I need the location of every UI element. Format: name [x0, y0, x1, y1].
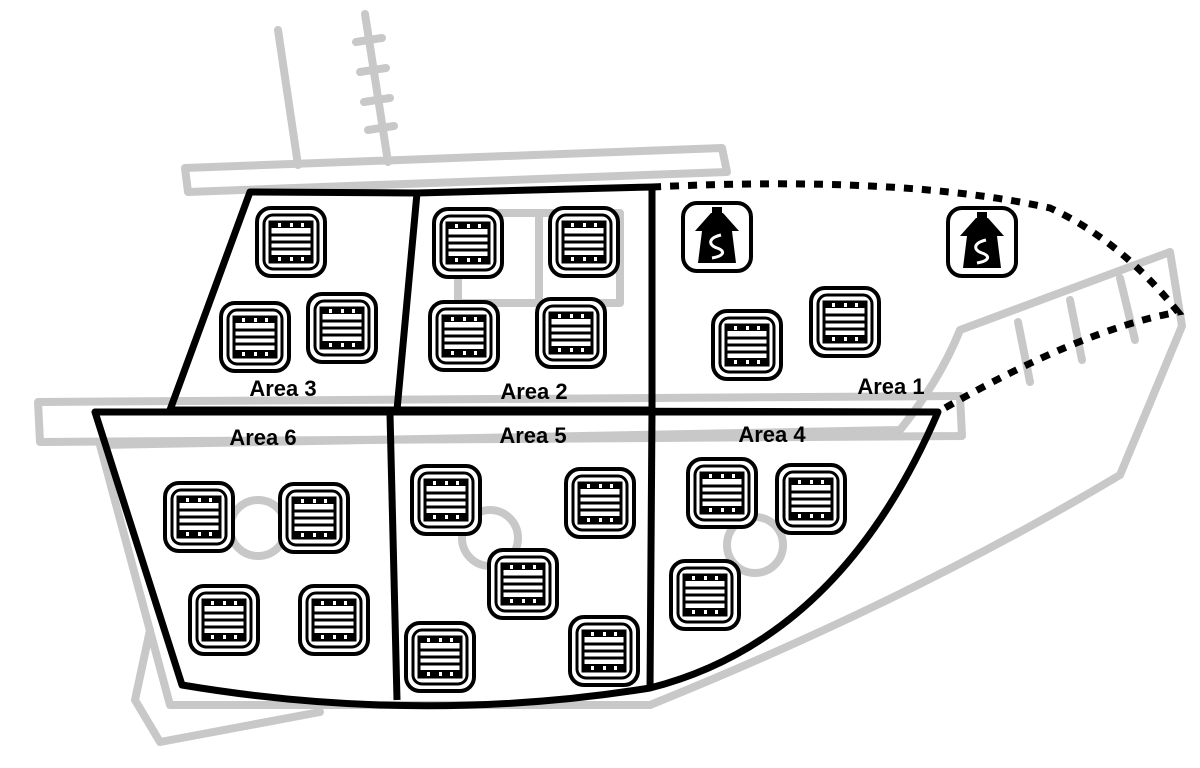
cargo-crate-icon[interactable]: [535, 297, 607, 369]
potion-flask-icon[interactable]: [946, 206, 1018, 278]
cargo-crate-icon[interactable]: [568, 615, 640, 687]
cargo-crate-icon[interactable]: [278, 482, 350, 554]
cargo-crate-icon[interactable]: [669, 559, 741, 631]
cargo-crate-icon[interactable]: [564, 467, 636, 539]
area-6-5-divider: [386, 413, 401, 701]
cargo-crate-icon[interactable]: [404, 621, 476, 693]
area-6-label: Area 6: [229, 425, 296, 450]
cargo-crate-icon[interactable]: [410, 464, 482, 536]
area-boundaries: [91, 183, 942, 710]
cargo-crate-icon[interactable]: [306, 292, 378, 364]
cargo-crate-icon[interactable]: [775, 463, 847, 535]
cargo-crate-icon[interactable]: [219, 301, 291, 373]
cargo-crate-icon[interactable]: [711, 309, 783, 381]
area-1-dotted-outline: [651, 180, 1185, 416]
cargo-crate-icon[interactable]: [686, 457, 758, 529]
cargo-crate-icon[interactable]: [809, 286, 881, 358]
cargo-crate-icon[interactable]: [298, 584, 370, 656]
cargo-crate-icon[interactable]: [188, 584, 260, 656]
cargo-crate-icon[interactable]: [163, 481, 235, 553]
area-2-label: Area 2: [500, 379, 567, 404]
area-5-label: Area 5: [499, 423, 566, 448]
area-1-label: Area 1: [857, 374, 924, 399]
area-4-label: Area 4: [738, 422, 806, 447]
cargo-crate-icon[interactable]: [548, 206, 620, 278]
cargo-crate-icon[interactable]: [432, 207, 504, 279]
cargo-crate-icon[interactable]: [428, 300, 500, 372]
potion-flask-icon[interactable]: [681, 201, 753, 273]
cargo-crate-icon[interactable]: [487, 548, 559, 620]
area-3-label: Area 3: [249, 376, 316, 401]
background-ship-illustration: [34, 10, 1186, 746]
cargo-crate-icon[interactable]: [255, 206, 327, 278]
area-5-4-divider: [646, 411, 656, 691]
